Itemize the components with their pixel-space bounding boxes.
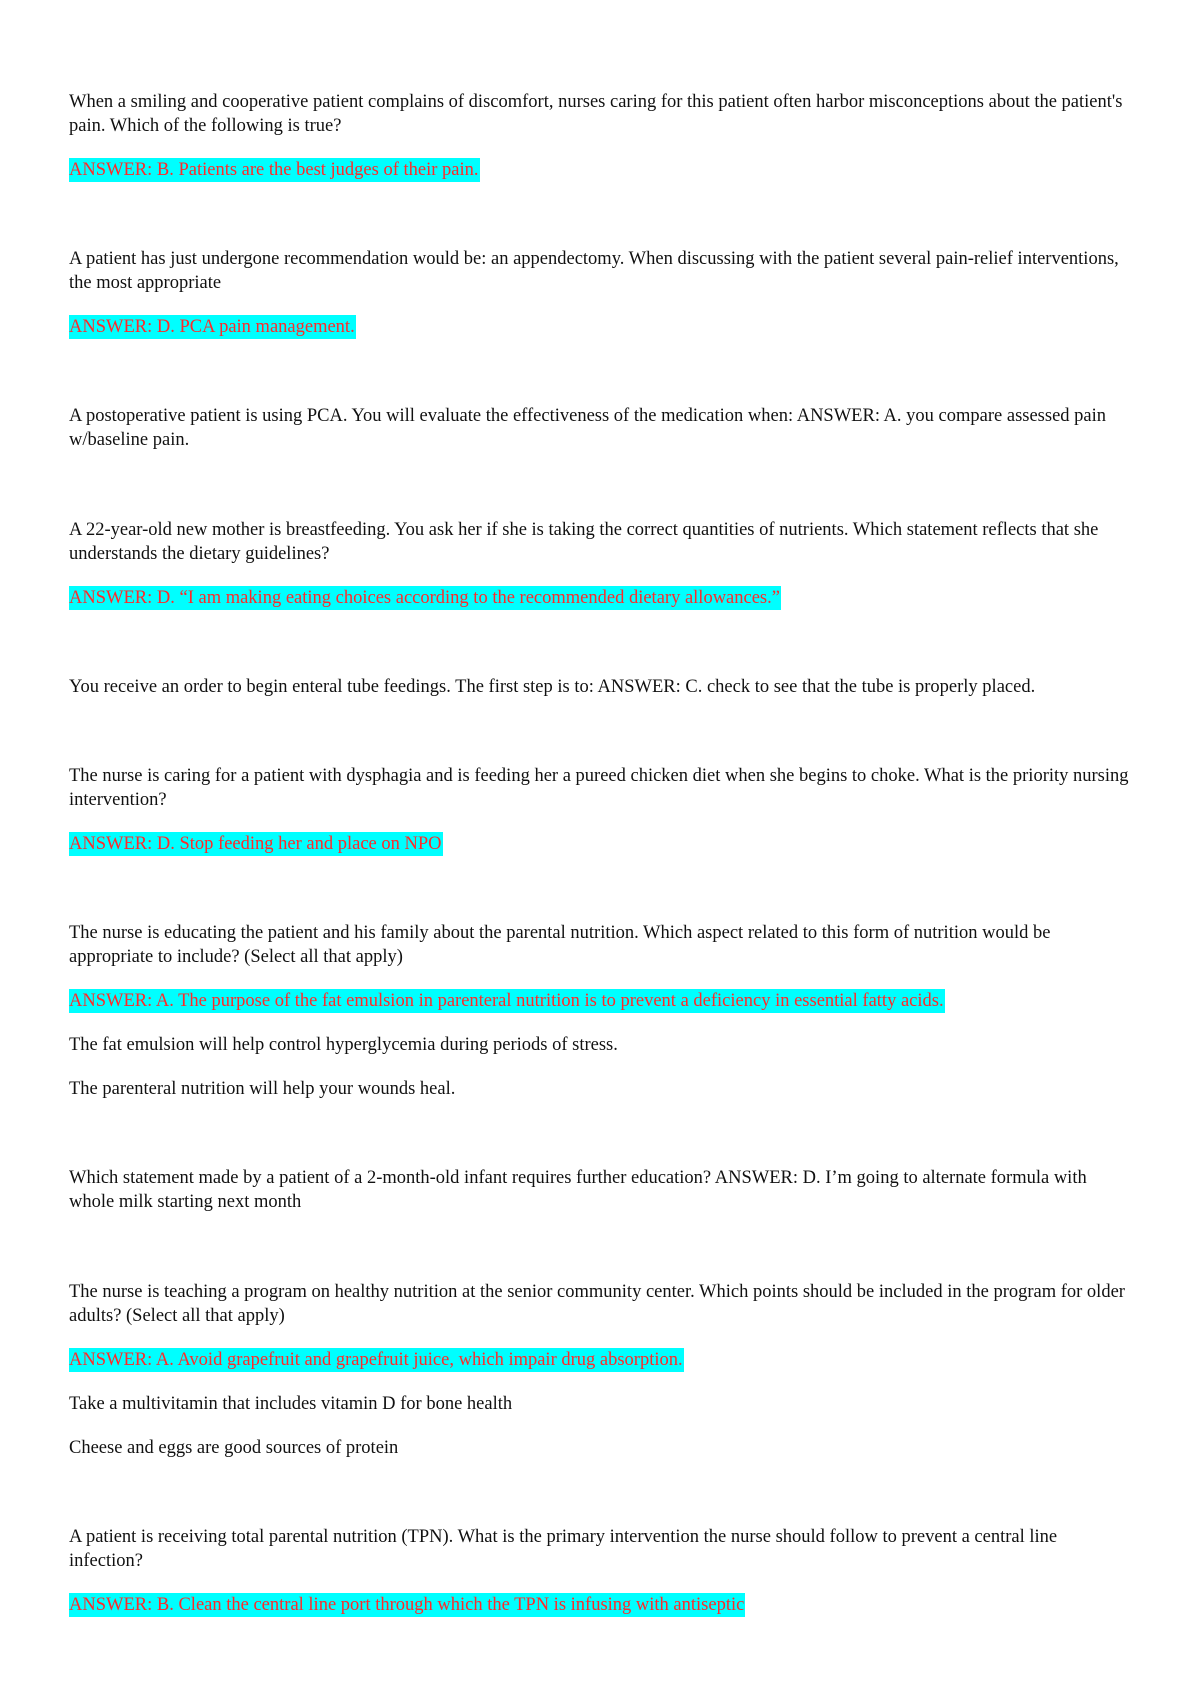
question-text: The nurse is teaching a program on healt… [69, 1282, 1125, 1326]
question-text: You receive an order to begin enteral tu… [69, 677, 1036, 697]
question-text: A patient has just undergone recommendat… [69, 249, 1119, 293]
question-text: A 22-year-old new mother is breastfeedin… [69, 520, 1099, 564]
question-text: A patient is receiving total parental nu… [69, 1527, 1058, 1571]
answer-option-text: The parenteral nutrition will help your … [69, 1079, 456, 1099]
question-text: The nurse is caring for a patient with d… [69, 766, 1129, 810]
answer-highlight: ANSWER: B. Clean the central line port t… [69, 1593, 746, 1617]
answer-highlight: ANSWER: D. Stop feeding her and place on… [69, 832, 443, 856]
answer-highlight: ANSWER: A. The purpose of the fat emulsi… [69, 989, 945, 1013]
question-text: A postoperative patient is using PCA. Yo… [69, 406, 1107, 450]
answer-highlight: ANSWER: D. “I am making eating choices a… [69, 586, 781, 610]
question-text: When a smiling and cooperative patient c… [69, 92, 1123, 136]
question-text: The nurse is educating the patient and h… [69, 923, 1051, 967]
answer-highlight: ANSWER: B. Patients are the best judges … [69, 158, 480, 182]
answer-option-text: Take a multivitamin that includes vitami… [69, 1394, 513, 1414]
answer-highlight: ANSWER: A. Avoid grapefruit and grapefru… [69, 1348, 684, 1372]
question-text: Which statement made by a patient of a 2… [69, 1168, 1087, 1212]
answer-highlight: ANSWER: D. PCA pain management. [69, 315, 356, 339]
answer-option-text: The fat emulsion will help control hyper… [69, 1035, 618, 1055]
answer-option-text: Cheese and eggs are good sources of prot… [69, 1438, 399, 1458]
